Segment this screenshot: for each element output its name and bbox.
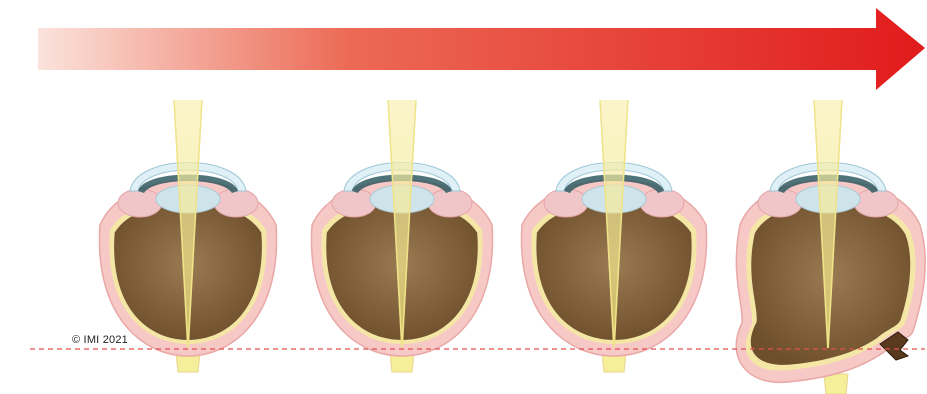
eye-emmetropic — [99, 100, 276, 372]
ciliary-body-right — [854, 189, 898, 217]
ciliary-body-right — [214, 189, 258, 217]
ciliary-body-right — [640, 189, 684, 217]
eyes-row — [99, 100, 925, 394]
optic-nerve — [824, 374, 848, 394]
ciliary-body-right — [428, 189, 472, 217]
copyright-notice: © IMI 2021 — [72, 334, 128, 346]
ciliary-body-left — [118, 189, 162, 217]
eye-high-myopia — [521, 100, 706, 372]
ciliary-body-left — [332, 189, 376, 217]
ciliary-body-left — [544, 189, 588, 217]
eye-mild-myopia — [311, 100, 492, 372]
ciliary-body-left — [758, 189, 802, 217]
progression-arrow — [38, 8, 925, 90]
eye-pathologic-myopia — [736, 100, 925, 394]
